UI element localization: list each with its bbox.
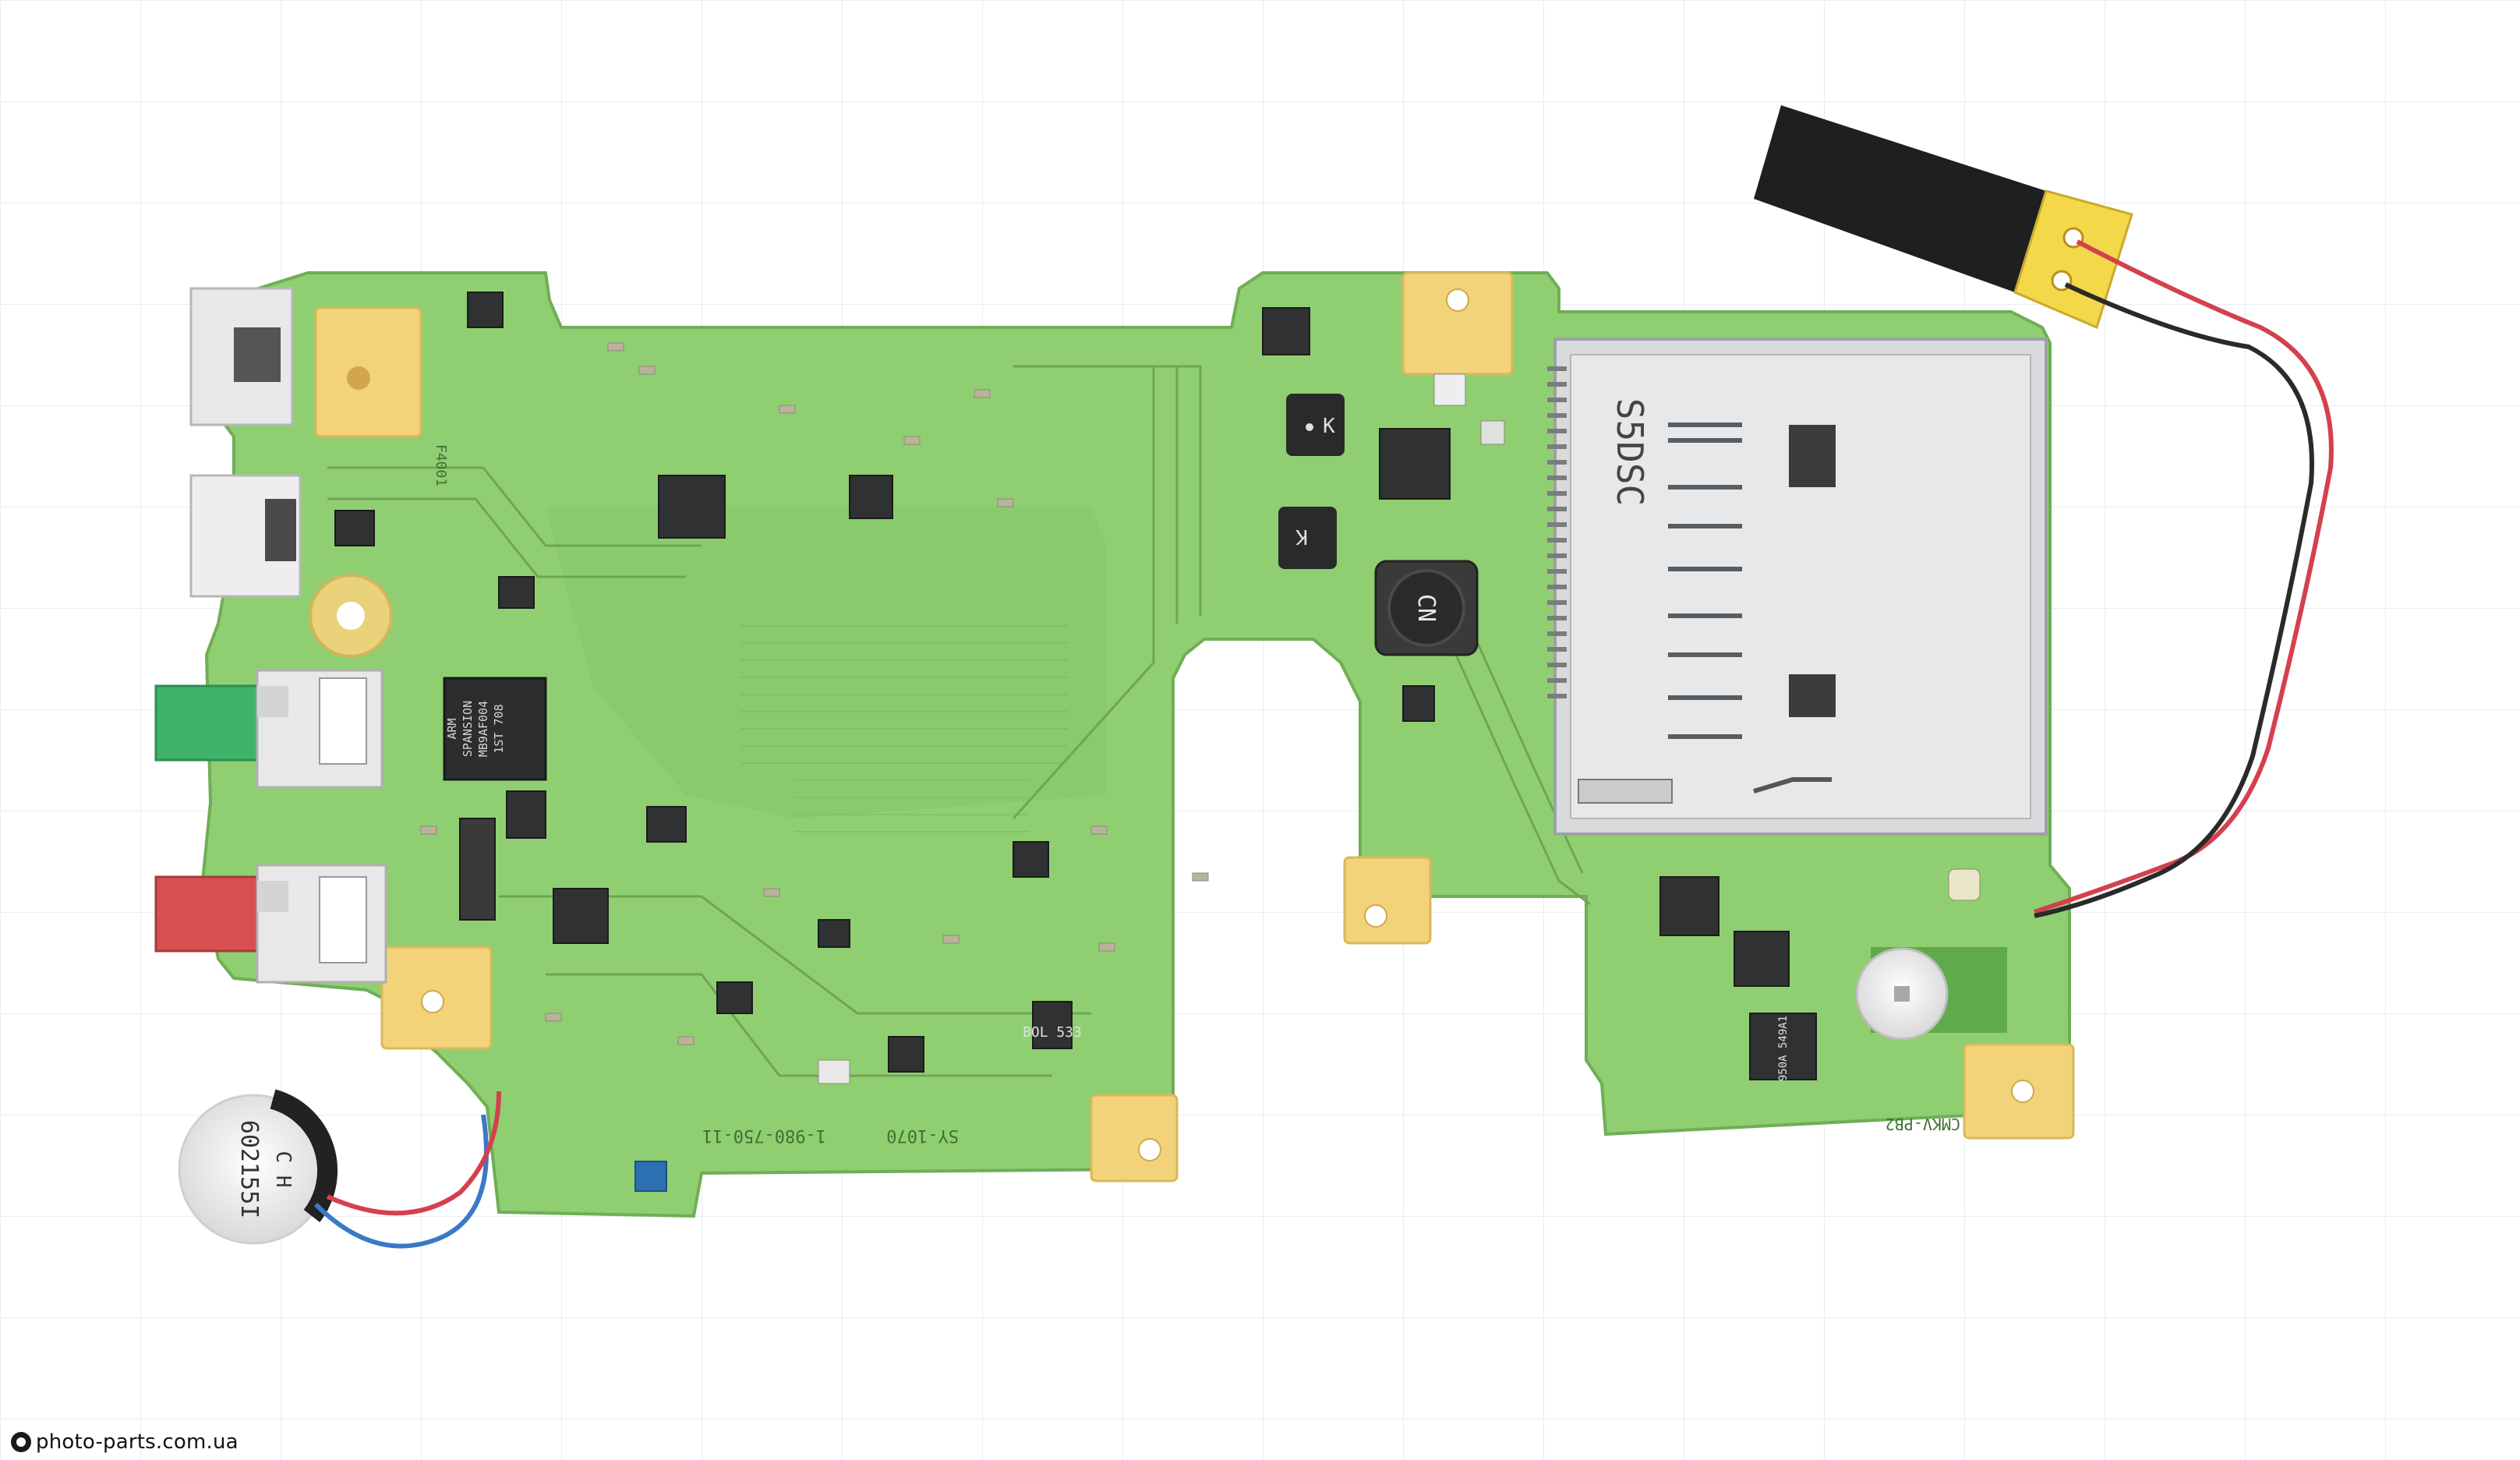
- cn-power-inductor: CN: [1374, 560, 1479, 656]
- board-code-3: CMKV-PB2: [1886, 1115, 1960, 1133]
- board-code-2: 1-980-750-11: [702, 1126, 826, 1145]
- k-inductor-chips: K K: [1278, 394, 1345, 569]
- chip-950-label: 950A 549A1: [1777, 1016, 1790, 1081]
- green-audio-jack: [154, 669, 383, 789]
- watermark-text: photo-parts.com.ua: [36, 1430, 239, 1454]
- k-label-2: K: [1295, 525, 1308, 548]
- mcu-label-2: MB9AF004: [476, 701, 490, 757]
- passive-components: [420, 342, 1981, 1084]
- wifi-antenna: [1754, 105, 2334, 918]
- mcu-label-4: ARM: [445, 718, 459, 739]
- mcu-label-3: 1ST 708: [492, 704, 506, 753]
- main-mcu-chip: SPANSION MB9AF004 1ST 708 ARM: [443, 677, 547, 781]
- mcu-label-1: SPANSION: [461, 701, 475, 757]
- k-label-1: K: [1323, 415, 1335, 438]
- ic-chips: [334, 292, 1817, 1080]
- red-audio-jack: [154, 864, 387, 984]
- card-slot-label: S5DSC: [1609, 398, 1651, 506]
- gold-mounting-pads: [314, 271, 2075, 1182]
- bol-chip-label: BOL 533: [1023, 1024, 1082, 1041]
- logo-mark: [634, 1161, 667, 1192]
- watermark-icon: [11, 1432, 31, 1452]
- speaker-h: C H: [271, 1151, 295, 1188]
- cn-label: CN: [1412, 594, 1440, 622]
- coin-speaker: 602155I C H: [178, 1089, 501, 1249]
- backup-battery-clip: [1855, 947, 2007, 1041]
- board-code-1: SY-1070: [886, 1126, 959, 1145]
- f4001-label: F4001: [433, 444, 449, 486]
- sd-card-slot: S5DSC: [1547, 338, 2048, 836]
- usb-connector: [189, 287, 302, 598]
- speaker-code: 602155I: [235, 1120, 263, 1218]
- watermark: photo-parts.com.ua: [11, 1430, 239, 1455]
